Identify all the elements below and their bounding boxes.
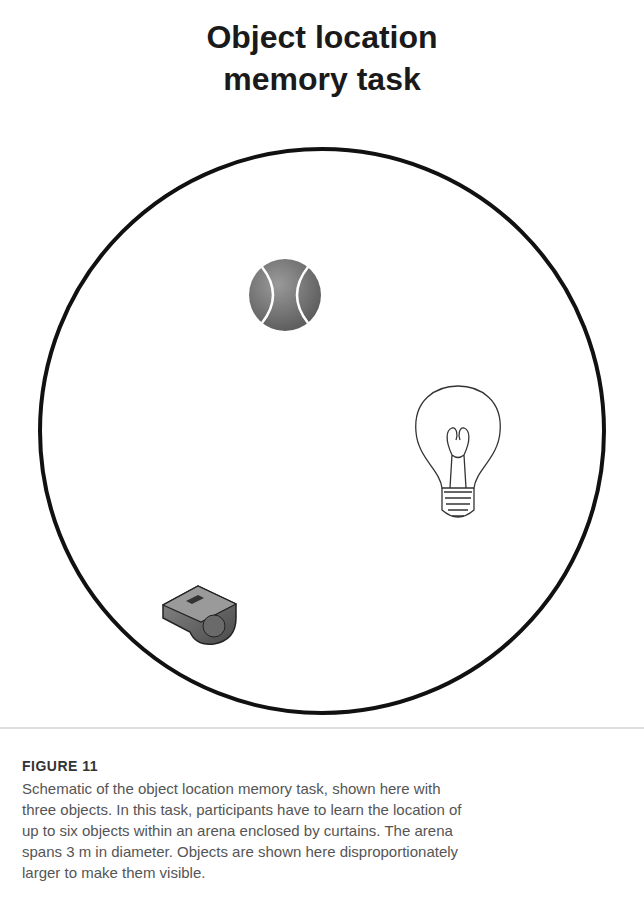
figure-caption: Schematic of the object location memory … [22,778,474,883]
figure-number: FIGURE 11 [22,756,98,776]
tennis-ball [249,259,321,331]
separator-rule [0,728,644,729]
arena-circle [40,149,604,713]
light-bulb [416,386,501,517]
figure-title: Object location memory task [152,16,492,100]
whistle [163,586,236,644]
